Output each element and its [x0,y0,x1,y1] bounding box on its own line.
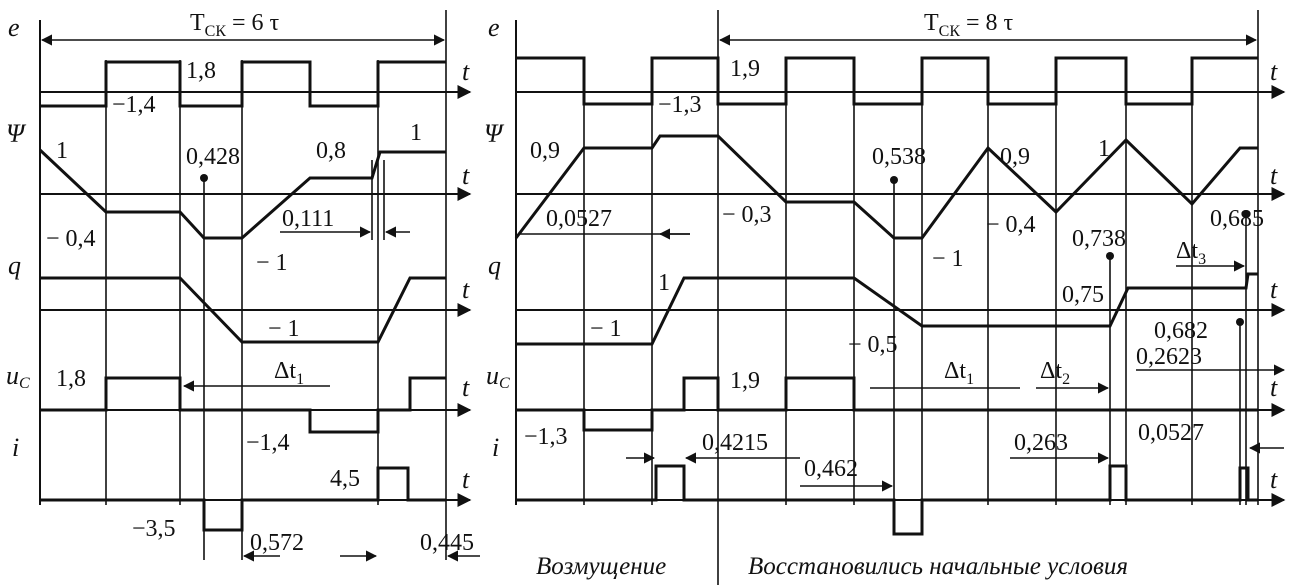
right-psi-09b-label: 0,9 [1000,144,1030,170]
left-psi-dt-label: 0,111 [282,206,334,232]
right-uc-dt1-label: Δt1 [944,358,974,388]
right-dt3-label: Δt3 [1176,238,1206,268]
left-psi-start-label: 1 [56,138,68,164]
right-psi-09a-label: 0,9 [530,138,560,164]
right-i-0263-label: 0,263 [1014,430,1068,456]
left-q-waveform [40,276,446,344]
right-uc-waveform [516,376,1258,432]
left-psi-end-label: 1 [410,120,422,146]
right-uc-axis-label: uC [486,361,510,392]
right-psi-dt-label: 0,0527 [546,206,612,232]
caption-disturbance: Возмущение [536,553,666,580]
right-psi-neg04-label: − 0,4 [986,212,1036,238]
left-i-waveform [40,466,446,532]
left-e-waveform [40,60,446,108]
right-psi-0538-label: 0,538 [872,144,926,170]
left-i-axis-label: i [12,433,19,462]
right-psi-0685-label: 0,685 [1210,206,1264,232]
right-q-075-label: 0,75 [1062,282,1104,308]
left-psi-neg-label: − 0,4 [46,226,96,252]
right-psi-min-label: − 1 [932,246,964,272]
right-q-0682-label: 0,682 [1154,318,1208,344]
left-e-axis-label: e [8,13,20,42]
left-psi-min-label: − 1 [256,250,288,276]
left-i-dt1-label: 0,572 [250,530,304,556]
right-period-label: TСК= 8 τ [924,10,1014,40]
right-q-neg-label: − 1 [590,316,622,342]
right-i-axis-label: i [492,433,499,462]
left-i-t-label: t [462,465,470,494]
right-q-waveform [516,272,1258,346]
right-uc-pos-label: 1,9 [730,368,760,394]
right-i-0462-label: 0,462 [804,456,858,482]
left-uc-waveform [40,376,446,434]
right-e-t-label: t [1270,57,1278,86]
right-psi-axis-label: Ψ [484,119,505,148]
right-uc-neg-label: −1,3 [524,424,568,450]
right-e-waveform [516,56,1258,106]
right-i-t-label: t [1270,465,1278,494]
right-diagram: TСК= 8 τ e t 1,9 −1,3 Ψ t 0,9 0,0527 − 0… [484,10,1286,585]
right-uc-dt2-label: Δt2 [1040,358,1070,388]
left-i-neg-label: −3,5 [132,516,176,542]
left-uc-t-label: t [462,373,470,402]
right-q-axis-label: q [488,251,501,280]
right-q-02623-label: 0,2623 [1136,344,1202,370]
left-psi-08-label: 0,8 [316,138,346,164]
right-q-neg05-label: − 0,5 [848,332,898,358]
left-psi-waveform [38,148,446,240]
left-e-t-label: t [462,57,470,86]
right-psi-neg03-label: − 0,3 [722,202,772,228]
left-period-label: TСК= 6 τ [190,10,280,40]
left-psi-t-label: t [462,161,470,190]
right-q-pos-label: 1 [658,270,670,296]
right-psi-0738-label: 0,738 [1072,226,1126,252]
right-uc-t-label: t [1270,373,1278,402]
left-uc-pos-label: 1,8 [56,366,86,392]
right-e-neg-label: −1,3 [658,92,702,118]
right-psi-1-label: 1 [1098,136,1110,162]
left-i-pos-label: 4,5 [330,466,360,492]
left-uc-dt-label: Δt1 [274,358,304,388]
left-uc-axis-label: uC [6,361,30,392]
right-i-waveform [516,464,1258,536]
left-q-t-label: t [462,275,470,304]
caption-restored: Восстановились начальные условия [748,553,1128,580]
right-e-pos-label: 1,9 [730,56,760,82]
right-i-04215-label: 0,4215 [702,430,768,456]
left-psi-mid-label: 0,428 [186,144,240,170]
left-i-dt2-label: 0,445 [420,530,474,556]
left-psi-axis-label: Ψ [6,119,27,148]
right-q-t-label: t [1270,275,1278,304]
right-e-axis-label: e [488,13,500,42]
right-i-00527-label: 0,0527 [1138,420,1204,446]
left-q-neg-label: − 1 [268,316,300,342]
left-uc-neg-label: −1,4 [246,430,290,456]
left-q-axis-label: q [8,251,21,280]
right-psi-t-label: t [1270,161,1278,190]
left-e-pos-label: 1,8 [186,58,216,84]
left-diagram: TСК= 6 τ e t 1,8 −1,4 Ψ t 1 − 0,4 0,428 … [6,10,480,562]
left-e-neg-label: −1,4 [112,92,156,118]
